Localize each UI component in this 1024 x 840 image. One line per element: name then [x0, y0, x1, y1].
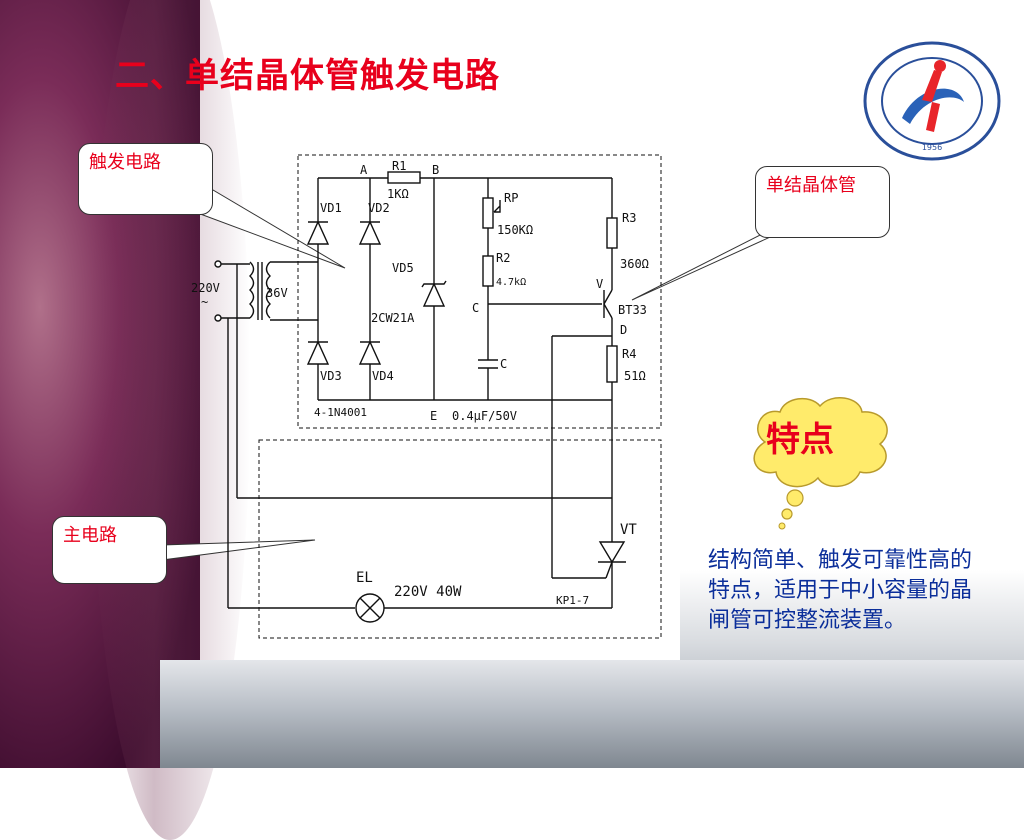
- label-scr-model: KP1-7: [556, 594, 589, 607]
- label-cap: C: [500, 357, 507, 371]
- label-r2-val: 4.7kΩ: [496, 277, 526, 288]
- callout-pointers: [161, 189, 791, 561]
- slide-title: 二、单结晶体管触发电路: [115, 56, 500, 96]
- background-equipment-photo: [160, 660, 1024, 768]
- school-logo: 1956: [863, 41, 1001, 161]
- label-rp-val: 150KΩ: [497, 223, 533, 237]
- callout-main-circuit: 主电路: [52, 516, 167, 584]
- background-left-shade: [0, 0, 200, 768]
- label-vd1: VD1: [320, 201, 342, 215]
- label-vd3: VD3: [320, 369, 342, 383]
- label-ujt-model: BT33: [618, 303, 647, 317]
- node-d: D: [620, 323, 627, 337]
- node-b: B: [432, 163, 439, 177]
- label-r2: R2: [496, 251, 510, 265]
- label-r3: R3: [622, 211, 636, 225]
- trigger-box: [297, 154, 662, 429]
- label-r1: R1: [392, 159, 406, 173]
- label-diode-model: 4-1N4001: [314, 406, 367, 419]
- label-src-v: 220V: [191, 281, 220, 295]
- label-cap-val: 0.4μF/50V: [452, 409, 517, 423]
- label-vd5: VD5: [392, 261, 414, 275]
- node-e: E: [430, 409, 437, 423]
- label-vd2: VD2: [368, 201, 390, 215]
- label-vd4: VD4: [372, 369, 394, 383]
- label-tr-v: 36V: [266, 286, 288, 300]
- callout-ujt: 单结晶体管: [755, 166, 890, 238]
- circuit-diagram: A B R1 1KΩ VD1 VD2 VD3 VD4 VD5 2CW21A 4-…: [191, 154, 662, 639]
- label-lamp: EL: [356, 570, 373, 586]
- logo-year: 1956: [922, 143, 942, 152]
- feature-cloud: [753, 397, 888, 530]
- label-r4-val: 51Ω: [624, 369, 646, 383]
- label-lamp-val: 220V 40W: [394, 584, 462, 600]
- main-box: [258, 439, 662, 639]
- feature-label: 特点: [766, 420, 834, 460]
- callout-trigger-circuit: 触发电路: [78, 143, 213, 215]
- label-r1-val: 1KΩ: [387, 187, 409, 201]
- node-a: A: [360, 163, 368, 177]
- label-zener: 2CW21A: [371, 311, 415, 325]
- node-c: C: [472, 301, 479, 315]
- label-r4: R4: [622, 347, 636, 361]
- label-r3-val: 360Ω: [620, 257, 649, 271]
- label-rp: RP: [504, 191, 518, 205]
- feature-description: 结构简单、触发可靠性高的特点，适用于中小容量的晶闸管可控整流装置。: [708, 548, 973, 633]
- label-vt: VT: [620, 522, 637, 538]
- node-v: V: [596, 277, 603, 291]
- label-src-tilde: ~: [201, 295, 208, 309]
